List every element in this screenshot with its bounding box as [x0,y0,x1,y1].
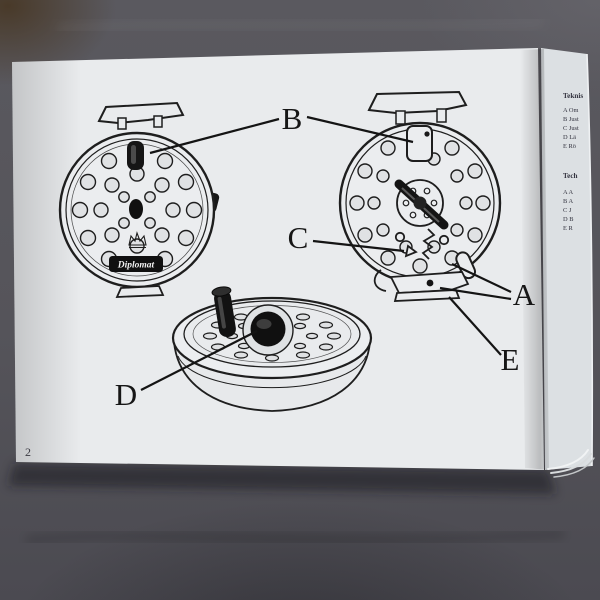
right-reel-spindle-assembly [394,179,449,230]
callout-line-a-upper [451,263,512,293]
diplomat-logo-badge: Diplomat [109,256,163,272]
callout-line-e [448,296,502,356]
diplomat-logo-text: Diplomat [117,261,155,271]
callout-line-d [140,330,258,391]
main-page: Diplomat [12,48,549,470]
left-reel-crown-emblem [128,231,147,249]
callout-letter-e: E [501,342,520,377]
side-item: C Just [563,125,579,132]
side-item: C J [563,207,572,214]
booklet-shadow [8,464,556,494]
callout-letter-a: A [513,277,536,312]
left-reel-foot-bottom [115,285,165,298]
side-item: B Just [563,116,579,123]
callout-letter-d: D [115,377,137,412]
left-reel-spindle-hole [129,199,143,219]
page-gutter-shadow [520,49,549,470]
side-heading-1: Teknis [563,92,583,100]
callout-letter-b: B [282,101,303,136]
page-stack-edges [547,449,595,478]
callout-line-b-left [149,117,280,155]
left-reel-front-view: Diplomat [58,101,220,298]
right-reel-click-mechanism [394,228,450,260]
spool-view [171,286,373,412]
callout-line-b-right [306,115,414,144]
side-item: A Om [563,107,578,114]
side-item: D B [563,216,573,223]
side-item: B A [563,198,574,205]
right-reel-internal-view [338,90,502,302]
adjacent-page-paper [541,48,593,470]
right-reel-foot-bottom [373,269,470,302]
side-item: A A [563,189,574,196]
adjacent-page: Teknis A Om B Just C Just D Lä E Rö Tech… [541,48,594,470]
right-reel-latch-plate [406,125,433,162]
side-heading-2: Tech [563,172,578,180]
adjacent-page-edge [586,53,594,467]
fabric-wrinkles [25,18,565,545]
spool-handle [211,286,236,338]
side-item: E R [563,225,574,232]
callout-annotations: B C A E D [115,101,536,412]
callout-line-a-lower [439,286,512,301]
right-reel-perforations [349,140,491,274]
spool-center-cap [250,311,286,347]
left-reel-perforations [71,152,203,268]
side-item: D Lä [563,134,576,141]
callout-letter-c: C [288,220,309,255]
adjacent-page-text: Teknis A Om B Just C Just D Lä E Rö Tech… [563,92,583,232]
side-item: E Rö [563,143,576,150]
page-number: 2 [25,445,31,459]
callout-line-c [312,239,405,253]
